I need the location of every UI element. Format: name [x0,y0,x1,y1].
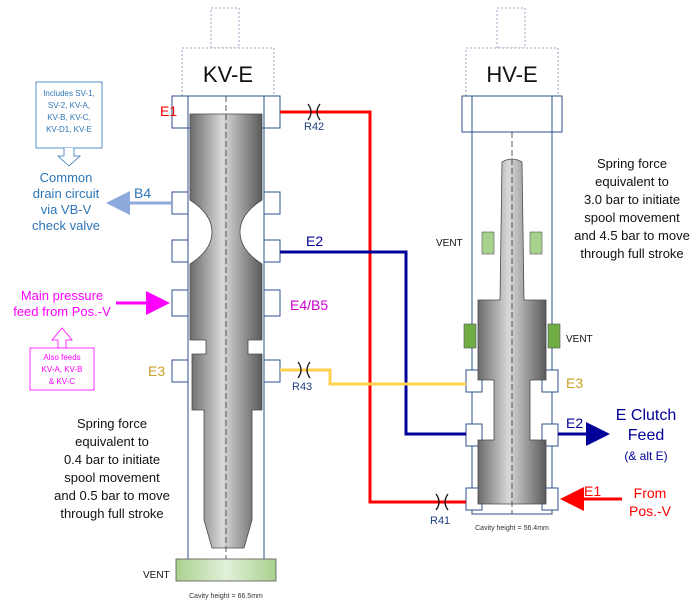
kve-spring-note: Spring force equivalent to 0.4 bar to in… [54,416,170,521]
drain-line-4: check valve [32,218,100,233]
kve-spring-line-3: 0.4 bar to initiate [64,452,160,467]
includes-line-4: KV-D1, KV-E [46,125,92,134]
orifice-r41-label: R41 [430,515,450,527]
kve-top-stem [210,7,240,49]
hve-spring-line-3: 3.0 bar to initiate [584,192,680,207]
main-pressure-callout: Main pressure feed from Pos.-V Also feed… [13,288,111,391]
kve-e3-port-right [263,359,281,383]
drain-line-1: Common [40,170,93,185]
kve-spring-line-5: and 0.5 bar to move [54,488,170,503]
kve-e3-label: E3 [148,363,165,379]
main-pressure-line-1: Main pressure [21,288,103,303]
includes-down-arrow [56,148,82,167]
kve-b4-label: B4 [134,185,151,201]
orifice-r43: R43 [292,361,312,393]
hve-spring-line-2: equivalent to [595,174,669,189]
hve-vent-window-right [529,231,543,255]
hve-vent-window-left [481,231,495,255]
from-posv-line-2: Pos.-V [629,503,672,519]
hve-e1-label: E1 [584,483,601,499]
orifice-r42: R42 [304,103,324,133]
orifice-r41: R41 [430,493,450,527]
kve-e2-port-right [263,239,281,263]
e2-line [280,250,466,436]
kve-top-cap [181,47,275,97]
clutch-feed-line-1: E Clutch [616,407,676,424]
includes-line-2: SV-2, KV-A, [48,101,90,110]
e3-line [280,368,466,386]
hve-vent-lower-label: VENT [566,334,593,345]
e1-line [280,110,466,504]
kve-spring-line-1: Spring force [77,416,147,431]
kve-cavity-note: Cavity height = 66.5mm [189,593,263,600]
hve-valve: HV-E VENT VENT Cavity height = 56.4mm [436,7,593,532]
includes-line-1: Includes SV-1, [43,89,95,98]
kve-vent-label: VENT [143,570,170,581]
from-posv-line-1: From [634,485,667,501]
also-feeds-line-3: & KV-C [49,377,75,386]
kve-title: KV-E [203,62,253,87]
kve-b4-port-right [263,191,281,215]
kve-e3-port-left [171,359,189,383]
kve-spring-line-4: spool movement [64,470,160,485]
includes-callout: Includes SV-1, SV-2, KV-A, KV-B, KV-C, K… [35,81,103,167]
clutch-feed-line-2: Feed [628,427,664,444]
kve-b4-port-left [171,191,189,215]
hve-title: HV-E [486,62,537,87]
kve-e2-port-left [171,239,189,263]
orifice-r42-label: R42 [304,121,324,133]
hve-vent-port-right [547,323,561,349]
hve-spring-note: Spring force equivalent to 3.0 bar to in… [574,156,690,261]
kve-e4-port-right [263,289,281,317]
from-posv-callout: From Pos.-V [629,485,672,519]
kve-vent-block [175,558,277,582]
hve-spring-line-1: Spring force [597,156,667,171]
also-feeds-line-1: Also feeds [43,353,80,362]
clutch-feed-callout: E Clutch Feed (& alt E) [616,407,676,463]
hve-spring-line-6: through full stroke [580,246,683,261]
kve-spring-line-6: through full stroke [60,506,163,521]
hve-cavity-note: Cavity height = 56.4mm [475,525,549,532]
kve-spring-line-2: equivalent to [75,434,149,449]
includes-line-3: KV-B, KV-C, [47,113,91,122]
hve-top-block [461,95,563,133]
drain-callout: Common drain circuit via VB-V check valv… [32,170,100,233]
hve-vent-upper-label: VENT [436,238,463,249]
kve-e1-label: E1 [160,103,177,119]
clutch-feed-alt: (& alt E) [624,449,667,463]
kve-valve: KV-E VENT Cavity height = 66.5mm [143,7,281,600]
also-feeds-up-arrow [51,327,73,349]
kve-e4b5-label: E4/B5 [290,297,328,313]
kve-e2-label: E2 [306,233,323,249]
hve-spring-line-5: and 4.5 bar to move [574,228,690,243]
also-feeds-box [29,347,95,391]
hve-spring-line-4: spool movement [584,210,680,225]
hve-vent-port-left [463,323,477,349]
also-feeds-line-2: KV-A, KV-B [42,365,83,374]
hve-e2-label: E2 [566,415,583,431]
drain-line-3: via VB-V [41,202,92,217]
drain-line-2: drain circuit [33,186,100,201]
hve-top-cap [465,47,559,97]
orifice-r43-label: R43 [292,381,312,393]
hve-e3-label: E3 [566,375,583,391]
hve-top-stem [496,7,526,49]
main-pressure-line-2: feed from Pos.-V [13,304,111,319]
kve-e4-port-left [171,289,189,317]
